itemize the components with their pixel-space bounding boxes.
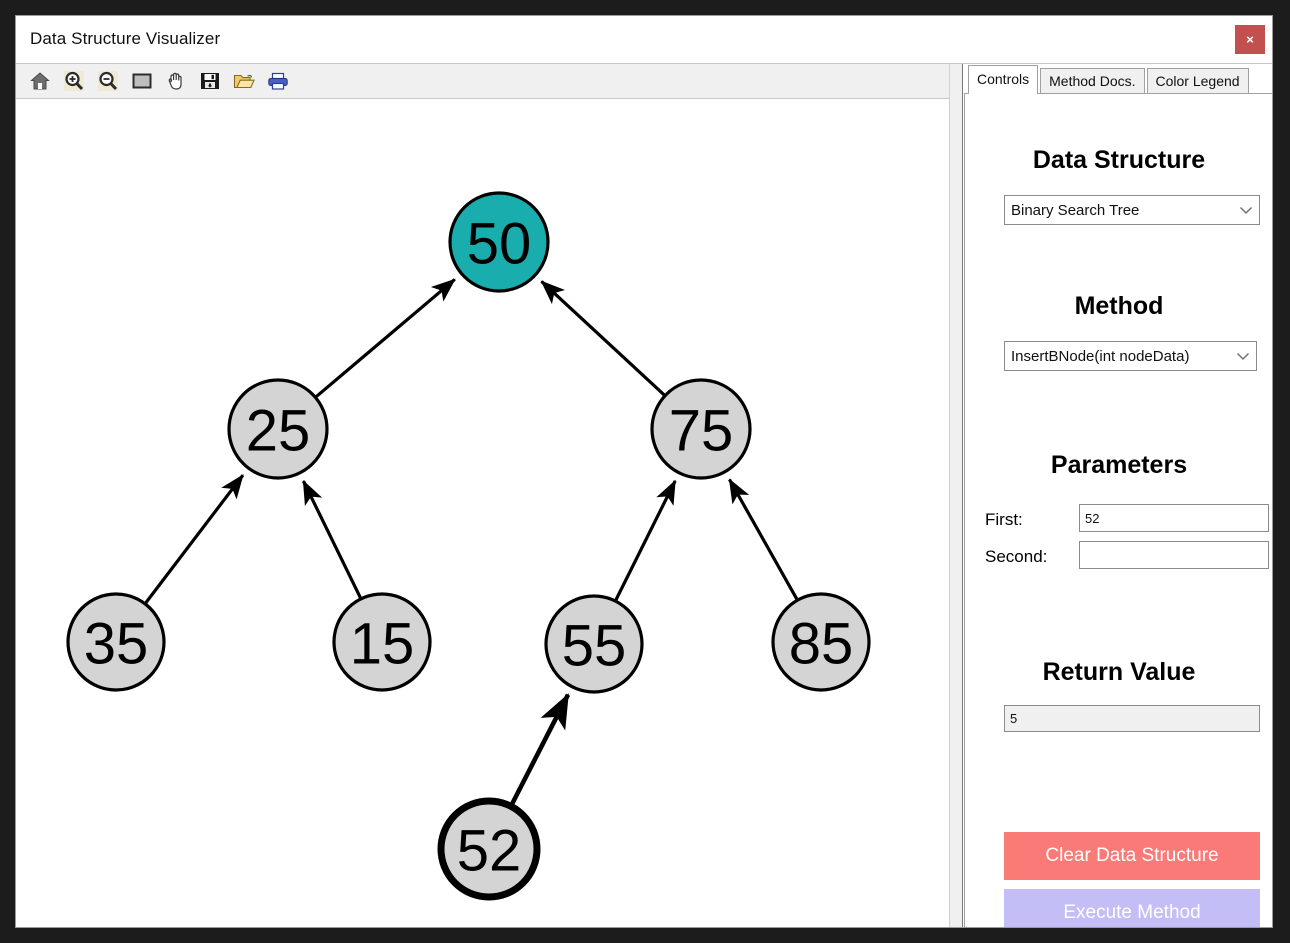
tree-node-circle <box>437 797 541 901</box>
tree-node[interactable]: 55 <box>544 594 644 694</box>
tree-node-label: 50 <box>467 212 532 277</box>
second-parameter-label: Second: <box>985 547 1048 566</box>
tree-nodes: 50 25 75 35 15 55 85 52 <box>66 191 871 901</box>
tree-diagram: 50 25 75 35 15 55 85 52 <box>66 191 871 901</box>
tree-node[interactable]: 75 <box>650 378 752 480</box>
controls-tab-body: Data Structure Binary Search Tree Method… <box>964 94 1272 927</box>
canvas-toolbar <box>16 64 949 99</box>
first-parameter-label: First: <box>985 510 1023 529</box>
tree-node[interactable]: 50 <box>448 191 550 293</box>
method-select-value: InsertBNode(int nodeData) <box>1011 347 1190 365</box>
title-bar: Data Structure Visualizer × <box>16 16 1272 64</box>
tree-edge <box>728 478 799 601</box>
chevron-down-icon <box>1239 202 1253 219</box>
close-button[interactable]: × <box>1235 25 1265 54</box>
tree-edges <box>144 278 799 807</box>
second-parameter-input[interactable] <box>1079 541 1269 569</box>
data-structure-select-value: Binary Search Tree <box>1011 201 1140 219</box>
tree-node-circle <box>332 592 432 692</box>
controls-panel: Controls Method Docs. Color Legend Data … <box>964 64 1272 927</box>
tree-node-circle <box>448 191 550 293</box>
tree-node[interactable]: 15 <box>332 592 432 692</box>
zoom-out-icon[interactable] <box>93 67 123 95</box>
tab-color-legend[interactable]: Color Legend <box>1146 68 1249 93</box>
visualization-canvas[interactable]: 50 25 75 35 15 55 85 52 <box>16 99 949 927</box>
save-floppy-icon[interactable] <box>195 67 225 95</box>
data-structure-select[interactable]: Binary Search Tree <box>1004 195 1260 225</box>
tree-node-circle <box>771 592 871 692</box>
tree-node-circle <box>227 378 329 480</box>
return-value-field <box>1004 705 1260 732</box>
tree-edge <box>540 280 666 397</box>
tree-node-label: 25 <box>246 399 311 464</box>
tree-edge <box>614 479 677 601</box>
tree-node-circle <box>544 594 644 694</box>
first-parameter-input[interactable] <box>1079 504 1269 532</box>
data-structure-heading: Data Structure <box>1032 146 1206 174</box>
tree-node-label: 52 <box>457 819 522 884</box>
tree-node-label: 75 <box>669 399 734 464</box>
tree-node-label: 35 <box>84 612 149 677</box>
tree-node-circle <box>66 592 166 692</box>
tree-node[interactable]: 25 <box>227 378 329 480</box>
return-value-heading: Return Value <box>1042 658 1196 686</box>
tab-method-docs[interactable]: Method Docs. <box>1040 68 1145 93</box>
method-select[interactable]: InsertBNode(int nodeData) <box>1004 341 1257 371</box>
tree-node-label: 55 <box>562 614 627 679</box>
tree-node-label: 15 <box>350 612 415 677</box>
zoom-in-icon[interactable] <box>59 67 89 95</box>
tree-edge <box>302 479 362 599</box>
tree-node[interactable]: 35 <box>66 592 166 692</box>
window-title: Data Structure Visualizer <box>30 29 221 48</box>
tree-node[interactable]: 52 <box>437 797 541 901</box>
tree-node-circle <box>650 378 752 480</box>
execute-method-button[interactable]: Execute Method <box>1004 889 1260 927</box>
pan-hand-icon[interactable] <box>161 67 191 95</box>
panel-tab-strip: Controls Method Docs. Color Legend <box>964 64 1272 94</box>
print-icon[interactable] <box>263 67 293 95</box>
parameters-heading: Parameters <box>1050 451 1188 479</box>
tab-controls[interactable]: Controls <box>968 65 1039 94</box>
tree-node[interactable]: 85 <box>771 592 871 692</box>
chevron-down-icon <box>1236 348 1250 365</box>
tree-edge <box>144 474 245 604</box>
zoom-rectangle-icon[interactable] <box>127 67 157 95</box>
open-folder-icon[interactable] <box>229 67 259 95</box>
application-window: Data Structure Visualizer × <box>15 15 1273 928</box>
panel-splitter[interactable] <box>949 64 963 927</box>
tree-edge <box>509 693 571 807</box>
method-heading: Method <box>1074 292 1164 320</box>
tree-node-label: 85 <box>789 612 854 677</box>
clear-data-structure-button[interactable]: Clear Data Structure <box>1004 832 1260 880</box>
tree-edge <box>315 278 456 398</box>
home-icon[interactable] <box>25 67 55 95</box>
